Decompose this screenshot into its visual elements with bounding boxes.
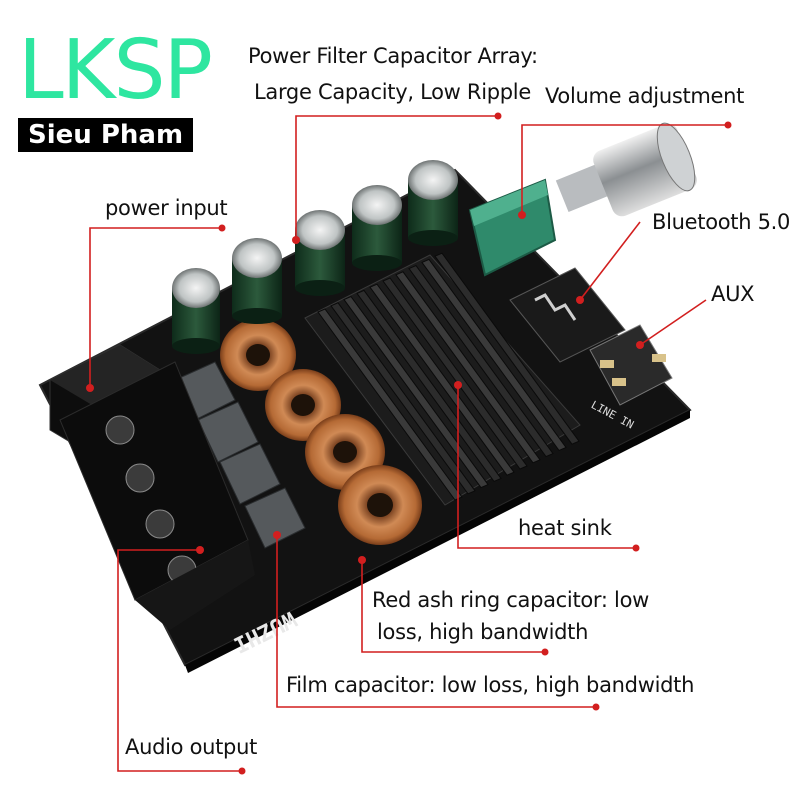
power-filter-capacitors xyxy=(172,160,458,354)
leader-heat-sink xyxy=(457,385,636,549)
leader-lines xyxy=(89,115,728,772)
leader-power-filter xyxy=(295,115,498,240)
leader-film-cap xyxy=(276,535,596,708)
leader-dots xyxy=(86,112,732,775)
leader-power-input xyxy=(89,227,222,388)
aux-jack xyxy=(589,324,673,406)
toroid-inductors xyxy=(220,319,422,545)
heat-sink-fin xyxy=(395,271,541,464)
label-aux: AUX xyxy=(711,282,755,306)
bluetooth-module xyxy=(509,267,626,363)
audio-output-terminals xyxy=(59,361,255,630)
pcb-board-edge xyxy=(185,410,690,673)
heat-sink-fin xyxy=(343,295,489,489)
heat-sink xyxy=(304,252,581,506)
label-audio-output: Audio output xyxy=(125,735,258,759)
heat-sink-fin xyxy=(369,283,515,476)
label-film-cap: Film capacitor: low loss, high bandwidth xyxy=(286,673,695,697)
heat-sink-fin xyxy=(330,302,476,495)
label-red-ash-line2: loss, high bandwidth xyxy=(377,620,589,644)
heat-sink-fin xyxy=(356,289,502,483)
heat-sink-fin xyxy=(408,264,554,458)
volume-knob xyxy=(555,122,697,217)
heat-sink-fin xyxy=(421,258,567,452)
film-capacitors xyxy=(174,361,306,549)
label-heat-sink: heat sink xyxy=(518,516,612,540)
logo-main-text: LKSP xyxy=(18,23,213,118)
leader-bluetooth xyxy=(579,221,641,301)
brand-logo: LKSP Sieu Pham xyxy=(18,30,223,152)
leader-audio-output xyxy=(117,549,242,772)
volume-potentiometer xyxy=(468,178,557,277)
logo-sub-text: Sieu Pham xyxy=(18,118,194,152)
label-bluetooth: Bluetooth 5.0 xyxy=(652,210,791,234)
heat-sink-fin xyxy=(317,308,463,501)
heat-sink-fin xyxy=(434,252,580,445)
label-power-input: power input xyxy=(105,196,228,220)
leader-volume xyxy=(521,124,728,215)
label-power-filter-line2: Large Capacity, Low Ripple xyxy=(254,80,531,104)
label-power-filter-line1: Power Filter Capacitor Array: xyxy=(248,44,538,68)
label-volume: Volume adjustment xyxy=(545,84,745,108)
heat-sink-fin xyxy=(382,277,528,470)
leader-red-ash xyxy=(361,560,545,653)
leader-aux xyxy=(639,299,707,346)
label-red-ash-line1: Red ash ring capacitor: low xyxy=(372,588,649,612)
